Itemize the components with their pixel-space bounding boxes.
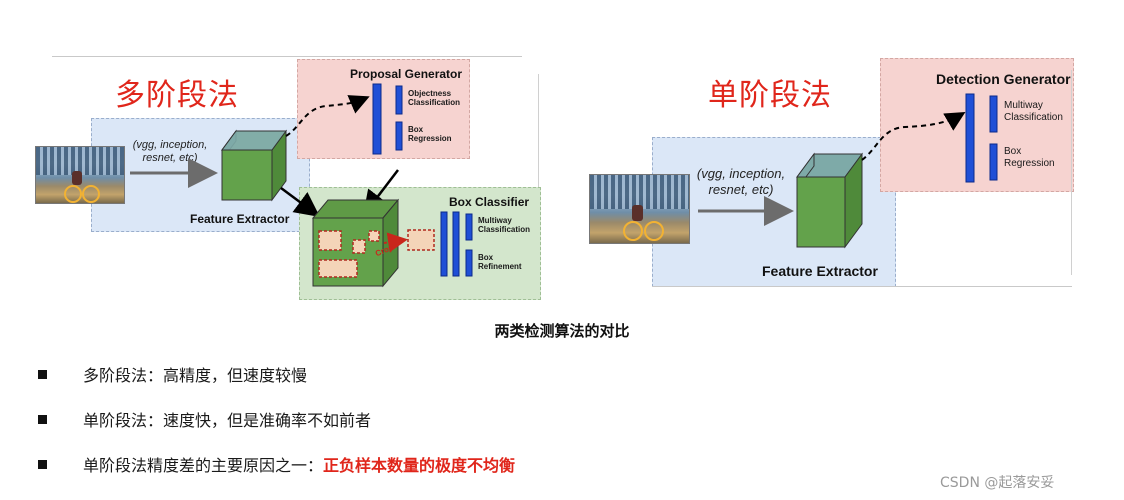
crop-arrow [383, 232, 408, 253]
proposal-generator-panel [297, 59, 470, 159]
multi-stage-graphics [130, 83, 473, 288]
detection-generator-title: Detection Generator [936, 71, 1071, 87]
bullet-square-icon [38, 369, 47, 379]
single-backbone-label: (vgg, inception, resnet, etc) [696, 166, 786, 197]
feature-extractor-label: Feature Extractor [190, 212, 290, 226]
single-box-regression-label: Box Regression [1004, 146, 1055, 169]
multi-stage-diagram: 多阶段法 (vgg, inception, resnet, etc) [0, 0, 560, 310]
single-bottom-line [652, 286, 1072, 287]
proposal-main-bar [372, 83, 382, 155]
single-input-image [589, 174, 690, 244]
objectness-label: Objectness Classification [408, 89, 461, 108]
top-divider-line [52, 56, 522, 57]
objectness-bar [395, 85, 403, 115]
cropped-region [407, 229, 435, 251]
bullet-text: 单阶段法：速度快，但是准确率不如前者 [83, 411, 372, 430]
single-stage-diagram: 单阶段法 (vgg, inception, resnet, etc) [560, 0, 1124, 310]
single-stage-graphics [698, 93, 998, 249]
feature-to-classifier-arrow [280, 186, 321, 217]
single-multiway-bar [989, 95, 998, 133]
box-regression-label: Box Regression [408, 125, 452, 144]
bullet-item: 多阶段法：高精度，但速度较慢 [38, 362, 307, 386]
single-multiway-label: Multiway Classification [1004, 100, 1063, 123]
feature-to-detection-curve [861, 111, 966, 161]
box-regression-bar [395, 121, 403, 151]
right-border-line [538, 74, 539, 294]
bullet-item: 单阶段法：速度快，但是准确率不如前者 [38, 407, 371, 431]
single-stage-title: 单阶段法 [708, 78, 832, 113]
input-image [35, 146, 125, 204]
bullet-item: 单阶段法精度差的主要原因之一： 正负样本数量的极度不均衡 [38, 452, 515, 476]
feature-to-proposal-curve [285, 95, 370, 137]
bullet-square-icon [38, 414, 47, 424]
classifier-bar-2 [452, 211, 460, 277]
watermark: CSDN @起落安妥 [940, 475, 1055, 491]
bullet-highlight-text: 正负样本数量的极度不均衡 [323, 456, 516, 475]
bullet-square-icon [38, 459, 47, 469]
bullet-text: 单阶段法精度差的主要原因之一： [83, 456, 324, 475]
single-box-regression-bar [989, 143, 998, 181]
proposal-generator-title: Proposal Generator [350, 67, 463, 81]
classifier-bar-1 [440, 211, 448, 277]
multi-stage-title: 多阶段法 [115, 78, 239, 113]
detection-main-bar [965, 93, 975, 183]
single-feature-cube [796, 152, 863, 249]
multiway-label: Multiway Classification [478, 216, 531, 235]
detection-generator-panel [880, 58, 1074, 192]
box-refinement-label: Box Refinement [478, 253, 522, 272]
classifier-cube [311, 198, 400, 288]
single-right-border [1071, 70, 1072, 275]
bullet-text: 多阶段法：高精度，但速度较慢 [83, 366, 308, 385]
multiway-bar [465, 213, 473, 241]
feature-cube [221, 129, 287, 202]
single-feature-extractor-label: Feature Extractor [762, 263, 878, 279]
figure-caption: 两类检测算法的对比 [494, 322, 630, 340]
refinement-bar [465, 249, 473, 277]
box-classifier-title: Box Classifier [449, 195, 530, 209]
